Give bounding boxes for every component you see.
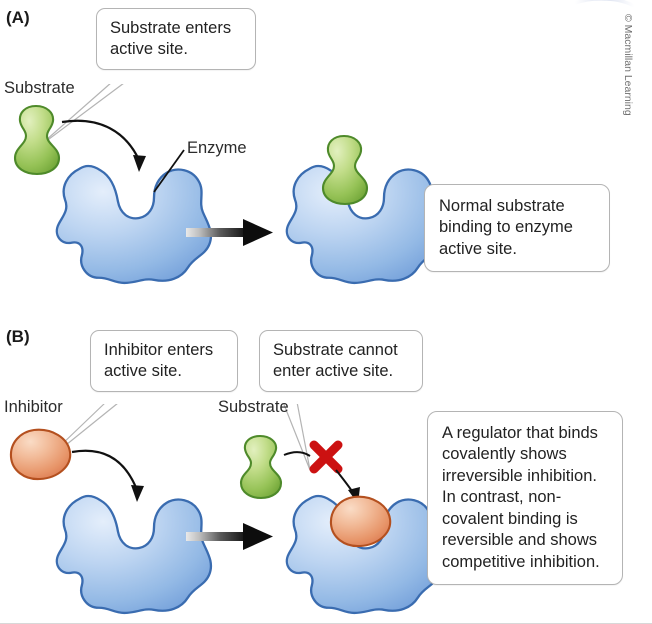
label-substrate-panel-a: Substrate <box>4 79 75 97</box>
panel-b-letter: (B) <box>6 327 30 346</box>
textbox-normal-substrate-binding: Normal substrate binding to enzyme activ… <box>424 184 610 273</box>
textbox-irreversible-vs-competitive-inhibition: A regulator that binds covalently shows … <box>427 411 623 586</box>
blocked-x-mark <box>309 440 343 474</box>
label-substrate-panel-b: Substrate <box>218 398 289 416</box>
label-enzyme: Enzyme <box>187 139 247 157</box>
callout-inhibitor-enters-active-site: Inhibitor enters active site. <box>90 330 238 392</box>
copyright-credit: © Macmillan Learning <box>622 14 634 116</box>
label-inhibitor: Inhibitor <box>4 398 63 416</box>
panel-a-letter: (A) <box>6 8 30 27</box>
callout-substrate-enters-active-site: Substrate enters active site. <box>96 8 256 70</box>
callout-substrate-cannot-enter-active-site: Substrate cannot enter active site. <box>259 330 423 392</box>
